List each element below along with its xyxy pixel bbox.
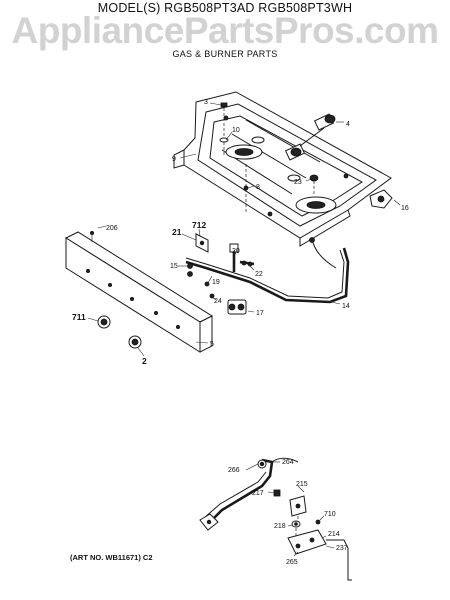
callout-15: 15 bbox=[170, 263, 178, 270]
callout-206: 206 bbox=[106, 225, 118, 232]
callout-712: 712 bbox=[192, 220, 206, 230]
callout-265: 265 bbox=[286, 559, 298, 566]
callout-22: 22 bbox=[255, 271, 263, 278]
callout-711: 711 bbox=[72, 312, 86, 322]
callout-9: 9 bbox=[172, 156, 176, 163]
burner-box bbox=[173, 91, 392, 247]
callout-23: 23 bbox=[294, 179, 302, 186]
valve-17 bbox=[227, 299, 247, 315]
model-title: MODEL(S) RGB508PT3AD RGB508PT3WH bbox=[97, 1, 353, 15]
callout-217: 217 bbox=[252, 490, 264, 497]
bracket-right bbox=[369, 189, 393, 209]
nut-23 bbox=[309, 174, 319, 196]
callout-710: 710 bbox=[324, 511, 336, 518]
section-title: GAS & BURNER PARTS bbox=[172, 49, 278, 59]
callout-266: 266 bbox=[228, 467, 240, 474]
spacer-10 bbox=[219, 137, 229, 156]
callout-237: 237 bbox=[336, 545, 348, 552]
knob-711 bbox=[97, 315, 111, 329]
callout-14: 14 bbox=[342, 303, 350, 310]
callout-218: 218 bbox=[274, 523, 286, 530]
callout-8: 8 bbox=[256, 184, 260, 191]
valve-nuts-15 bbox=[178, 263, 193, 277]
callout-17: 17 bbox=[256, 310, 264, 317]
orifice-holders bbox=[284, 113, 336, 161]
callout-10: 10 bbox=[232, 127, 240, 134]
callout-20: 20 bbox=[232, 248, 240, 255]
manifold-panel bbox=[64, 231, 214, 353]
callout-3: 3 bbox=[204, 99, 208, 106]
inset-assembly bbox=[199, 457, 352, 581]
manifold-pipe bbox=[185, 233, 350, 304]
knob-2 bbox=[128, 335, 142, 349]
callout-264: 264 bbox=[282, 459, 294, 466]
callout-215: 215 bbox=[296, 481, 308, 488]
callout-16: 16 bbox=[401, 205, 409, 212]
callout-21: 21 bbox=[172, 227, 182, 237]
callout-5: 5 bbox=[210, 341, 214, 348]
art-number: (ART NO. WB11671) C2 bbox=[70, 553, 153, 562]
callout-19: 19 bbox=[212, 279, 220, 286]
callout-24: 24 bbox=[214, 298, 222, 305]
callout-214: 214 bbox=[328, 531, 340, 538]
callout-4: 4 bbox=[346, 121, 350, 128]
callout-2: 2 bbox=[142, 356, 147, 366]
